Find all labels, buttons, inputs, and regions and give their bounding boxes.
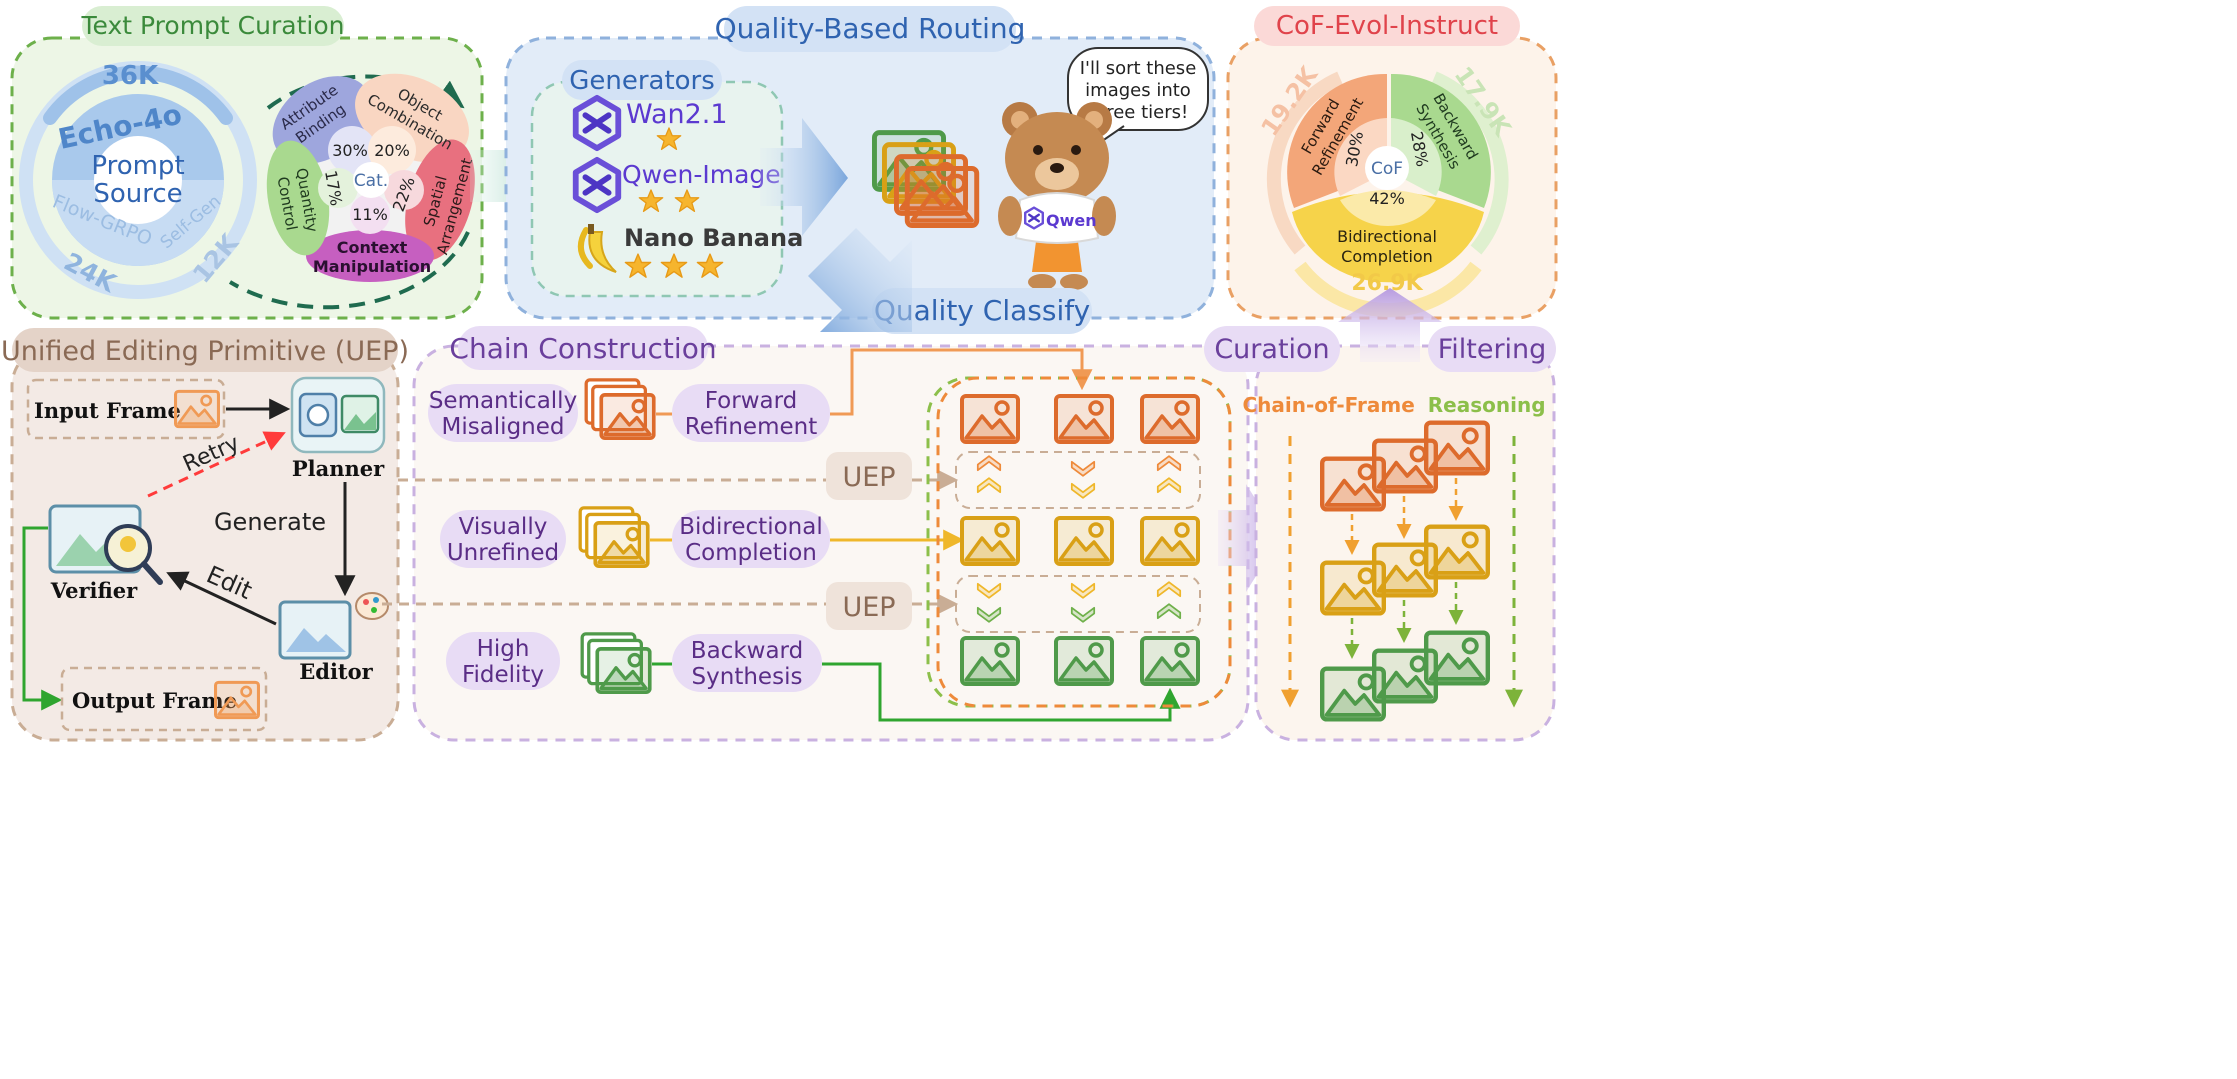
generator-wan: Wan2.1 (576, 98, 728, 150)
verifier-icon (48, 504, 163, 585)
editor-label: Editor (299, 659, 373, 684)
category-flower: Cat. Attribute Binding Object Combinatio… (266, 73, 476, 282)
image-icon (960, 394, 1020, 444)
bear-mascot: Qwen (998, 102, 1116, 290)
generators-title: Generators (569, 66, 715, 96)
panel-title: Quality-Based Routing (715, 12, 1026, 45)
svg-text:Input Frame: Input Frame (34, 398, 181, 423)
image-icon (174, 389, 220, 429)
prompt-label: Prompt (91, 151, 184, 181)
reasoning-panel: Curation Filtering Chain-of-Frame Reason… (1204, 288, 1556, 742)
svg-text:I'll sort these: I'll sort these (1080, 58, 1197, 79)
input-frame: Input Frame (26, 378, 226, 440)
svg-text:30%: 30% (332, 141, 368, 160)
up-arrow (1338, 288, 1442, 362)
svg-text:Refinement: Refinement (685, 414, 817, 440)
editor-icon (278, 592, 389, 660)
svg-text:Wan2.1: Wan2.1 (626, 99, 728, 130)
svg-text:Semantically: Semantically (429, 388, 577, 414)
image-stack-icon (582, 634, 650, 692)
chain-construction-panel: Chain Construction Semantically Misalign… (382, 326, 1250, 742)
generator-qwen-image: Qwen-Image (576, 160, 781, 212)
chain-row-1: Semantically Misaligned Forward Refineme… (428, 348, 1093, 442)
svg-text:11%: 11% (352, 205, 388, 224)
svg-text:Forward: Forward (705, 388, 798, 414)
svg-text:Qwen-Image: Qwen-Image (622, 160, 781, 189)
source-label: Source (93, 179, 182, 209)
image-icon (1054, 394, 1114, 444)
svg-text:Fidelity: Fidelity (462, 662, 544, 688)
uep-label-1: UEP (842, 462, 895, 493)
image-icon (1140, 636, 1200, 686)
cat-center: Cat. (354, 171, 388, 191)
svg-text:20%: 20% (374, 141, 410, 160)
svg-text:Backward: Backward (691, 638, 803, 664)
svg-text:Synthesis: Synthesis (692, 664, 803, 690)
image-stack-icon (586, 380, 654, 438)
svg-text:three tiers!: three tiers! (1088, 102, 1188, 123)
image-icon (214, 680, 260, 720)
reasoning-frames (1322, 423, 1488, 720)
quality-routing-panel: Quality-Based Routing Generators Wan2.1 … (504, 6, 1216, 334)
generate-label: Generate (214, 508, 326, 536)
svg-text:Qwen: Qwen (1046, 211, 1097, 230)
planner-label: Planner (292, 456, 385, 481)
route-arrow (760, 118, 848, 236)
image-icon (960, 636, 1020, 686)
svg-text:Completion: Completion (685, 540, 817, 566)
frame-grid (960, 394, 1200, 686)
panel-title: Chain Construction (449, 332, 716, 365)
cof-evol-panel: CoF-Evol-Instruct CoF 19.2K 17.9K 26.9K … (1226, 6, 1558, 320)
image-icon (960, 516, 1020, 566)
uep-panel: Unified Editing Primitive (UEP) Input Fr… (1, 328, 409, 742)
planner-icon (290, 376, 386, 454)
image-stack-icon (580, 508, 648, 566)
filtering-label: Filtering (1438, 334, 1547, 365)
curation-label: Curation (1214, 334, 1329, 365)
svg-text:High: High (477, 636, 530, 662)
verifier-label: Verifier (50, 578, 138, 603)
text-prompt-curation-panel: Text Prompt Curation 36K Echo-4o Prompt … (10, 6, 484, 320)
image-icon (1140, 516, 1200, 566)
image-icon (1054, 636, 1114, 686)
image-icon (1322, 459, 1384, 510)
svg-text:Context: Context (337, 238, 408, 257)
reasoning-title: Chain-of-Frame Reasoning (1242, 393, 1545, 417)
chain-row-2: Visually Unrefined Bidirectional Complet… (440, 508, 965, 568)
image-icon (1054, 516, 1114, 566)
flow-arrow-right (1218, 484, 1280, 592)
prompt-source-ring: 36K Echo-4o Prompt Source Flow-GRPO Self… (19, 61, 257, 299)
uep-label-2: UEP (842, 592, 895, 623)
image-icon (1322, 669, 1384, 720)
banana-icon (577, 224, 617, 273)
panel-title: CoF-Evol-Instruct (1276, 11, 1498, 41)
panel-title: Unified Editing Primitive (UEP) (1, 336, 409, 367)
chain-row-3: High Fidelity Backward Synthesis (446, 632, 1181, 722)
svg-text:Misaligned: Misaligned (441, 414, 564, 440)
image-icon (1140, 394, 1200, 444)
svg-text:Completion: Completion (1341, 247, 1433, 266)
svg-text:Bidirectional: Bidirectional (679, 514, 822, 540)
svg-text:Bidirectional: Bidirectional (1337, 227, 1437, 246)
output-frame: Output Frame (60, 666, 268, 732)
svg-text:42%: 42% (1369, 189, 1405, 208)
generator-nano-banana: Nano Banana (577, 224, 803, 278)
svg-text:Output Frame: Output Frame (72, 688, 237, 713)
svg-text:Manipulation: Manipulation (313, 257, 431, 276)
svg-text:Nano Banana: Nano Banana (624, 224, 803, 252)
svg-text:Unrefined: Unrefined (447, 540, 559, 566)
image-icon (1322, 563, 1384, 614)
panel-title: Text Prompt Curation (81, 11, 345, 40)
svg-text:images into: images into (1085, 80, 1191, 101)
count-36k: 36K (102, 61, 159, 91)
cof-center: CoF (1371, 159, 1403, 179)
svg-text:Visually: Visually (459, 514, 548, 540)
classify-arrow (808, 228, 912, 332)
